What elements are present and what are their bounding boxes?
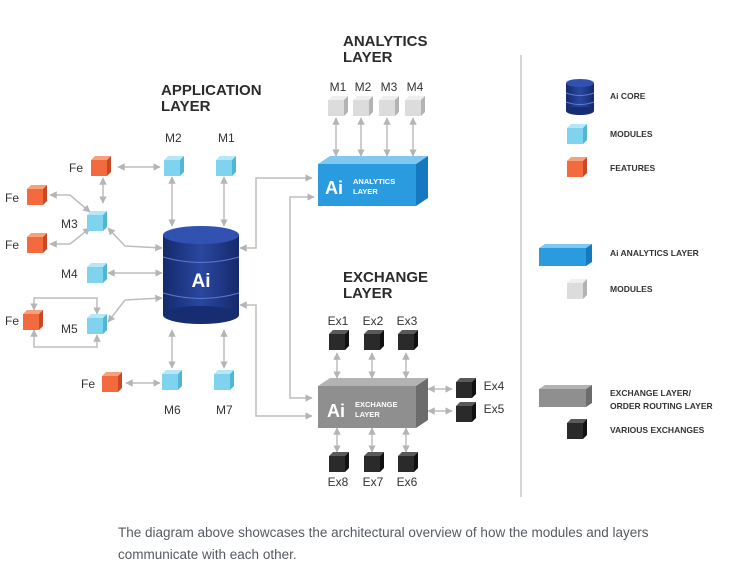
module-cube-m4 — [87, 263, 107, 283]
application-layer-title: APPLICATION — [161, 82, 262, 99]
module-cube-m3 — [87, 211, 107, 231]
feature-cube-2 — [27, 185, 47, 205]
analytics-layer-title: ANALYTICS — [343, 33, 427, 50]
label-fe-3: Fe — [5, 238, 19, 252]
exchange-cube — [398, 330, 418, 350]
exchange-label: Ex3 — [397, 314, 418, 328]
exchange-cube — [364, 330, 384, 350]
analytics-module-label: M2 — [355, 80, 372, 94]
analytics-box-line2: LAYER — [353, 187, 378, 196]
label-fe-5: Fe — [81, 377, 95, 391]
exchange-cube — [364, 452, 384, 472]
legend-exchange-label-1: EXCHANGE LAYER/ — [610, 388, 692, 398]
label-m3: M3 — [61, 217, 78, 231]
exchange-label: Ex8 — [328, 475, 349, 489]
legend-module-icon — [567, 124, 587, 144]
legend-exchange-label-2: ORDER ROUTING LAYER — [610, 401, 713, 411]
label-m6: M6 — [164, 403, 181, 417]
legend-core-label: Ai CORE — [610, 91, 646, 101]
exchange-cube — [398, 452, 418, 472]
analytics-layer: M1 M2 M3 M4 Ai ANALYTICS LAYER — [318, 80, 428, 206]
exchange-label: Ex6 — [397, 475, 418, 489]
exchange-cube — [456, 402, 476, 422]
legend-modules-label: MODULES — [610, 129, 653, 139]
legend: Ai CORE MODULES FEATURES Ai ANALYTICS LA… — [539, 79, 713, 439]
exchanges-bottom: Ex8 Ex7 Ex6 — [328, 452, 418, 489]
label-m7: M7 — [216, 403, 233, 417]
analytics-layer-box: Ai ANALYTICS LAYER — [318, 156, 428, 206]
label-fe-2: Fe — [5, 191, 19, 205]
exchange-layer-title-2: LAYER — [343, 285, 393, 302]
analytics-layer-title-2: LAYER — [343, 49, 393, 66]
exchange-box-ai: Ai — [327, 401, 345, 421]
exchange-label: Ex5 — [484, 402, 505, 416]
exchange-layer-box: Ai EXCHANGE LAYER — [318, 378, 428, 428]
analytics-box-line1: ANALYTICS — [353, 177, 395, 186]
feature-cube-1 — [91, 156, 111, 176]
module-cube-m2 — [164, 156, 184, 176]
analytics-module-label: M3 — [381, 80, 398, 94]
analytics-module-label: M4 — [407, 80, 424, 94]
legend-gray-module-icon — [567, 279, 587, 299]
module-cube-m1 — [216, 156, 236, 176]
analytics-module-cube — [353, 96, 373, 116]
legend-modules-2-label: MODULES — [610, 284, 653, 294]
label-fe-1: Fe — [69, 161, 83, 175]
feature-cube-3 — [27, 233, 47, 253]
diagram-caption: The diagram above showcases the architec… — [118, 525, 649, 562]
legend-core-icon — [565, 79, 595, 115]
application-layer-title-2: LAYER — [161, 98, 211, 115]
label-m5: M5 — [61, 322, 78, 336]
analytics-module-label: M1 — [330, 80, 347, 94]
exchange-box-line2: LAYER — [355, 410, 380, 419]
exchange-cube — [456, 378, 476, 398]
label-m1: M1 — [218, 131, 235, 145]
module-cube-m5 — [87, 314, 107, 334]
ai-core-label: Ai — [192, 271, 211, 292]
label-m4: M4 — [61, 267, 78, 281]
analytics-module-cube — [328, 96, 348, 116]
exchange-label: Ex1 — [328, 314, 349, 328]
exchange-layer-title: EXCHANGE — [343, 269, 428, 286]
label-fe-4: Fe — [5, 314, 19, 328]
feature-cube-5 — [102, 372, 122, 392]
connectors — [30, 117, 453, 453]
legend-exchange-cube-icon — [567, 419, 587, 439]
exchanges-top: Ex1 Ex2 Ex3 — [328, 314, 418, 350]
exchange-cube — [329, 330, 349, 350]
analytics-module-cube — [379, 96, 399, 116]
legend-various-exchanges-label: VARIOUS EXCHANGES — [610, 425, 705, 435]
module-cube-m6 — [162, 370, 182, 390]
module-cube-m7 — [214, 370, 234, 390]
analytics-modules: M1 M2 M3 M4 — [328, 80, 425, 116]
legend-feature-icon — [567, 157, 587, 177]
application-layer: M2 M1 Fe Fe M3 Fe M4 Fe M5 Fe M6 M7 — [5, 131, 236, 417]
exchange-label: Ex2 — [363, 314, 384, 328]
ai-core-database: Ai — [162, 226, 240, 324]
exchange-label: Ex4 — [484, 379, 505, 393]
legend-analytics-layer-label: Ai ANALYTICS LAYER — [610, 248, 699, 258]
analytics-box-ai: Ai — [325, 178, 343, 198]
legend-analytics-layer-icon — [539, 244, 592, 266]
label-m2: M2 — [165, 131, 182, 145]
analytics-module-cube — [405, 96, 425, 116]
exchange-box-line1: EXCHANGE — [355, 400, 398, 409]
feature-cube-4 — [23, 310, 43, 330]
exchange-cube — [329, 452, 349, 472]
legend-features-label: FEATURES — [610, 163, 656, 173]
exchange-label: Ex7 — [363, 475, 384, 489]
legend-exchange-layer-icon — [539, 385, 592, 407]
